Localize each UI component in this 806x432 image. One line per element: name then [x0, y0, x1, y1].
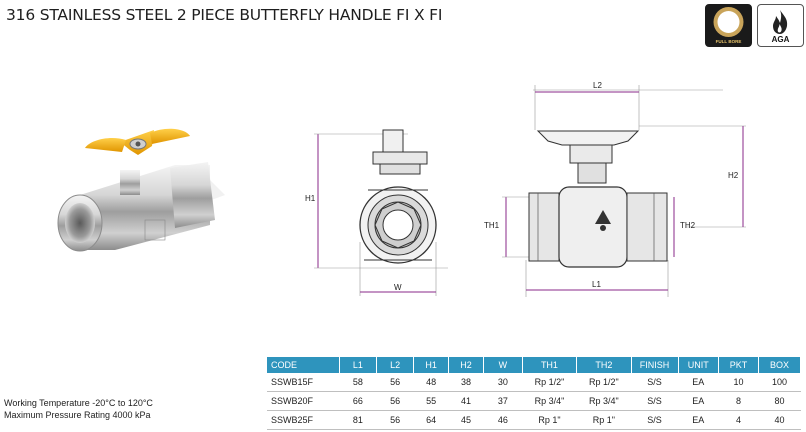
- dimension-label-w: W: [394, 283, 402, 292]
- cell-code: SSWB15F: [267, 373, 340, 392]
- table-row: SSWB15F 58 56 48 38 30 Rp 1/2" Rp 1/2" S…: [267, 373, 801, 392]
- cell-pkt: 4: [718, 410, 759, 430]
- cell-pkt: 10: [718, 373, 759, 392]
- cell-l1: 66: [339, 391, 377, 411]
- cell-th1: Rp 1/2": [522, 373, 577, 392]
- cell-box: 40: [758, 410, 801, 430]
- cell-th1: Rp 1": [522, 410, 577, 430]
- col-l1: L1: [339, 357, 378, 373]
- aga-label: AGA: [771, 35, 790, 44]
- page-title: 316 STAINLESS STEEL 2 PIECE BUTTERFLY HA…: [6, 6, 443, 24]
- col-h2: H2: [448, 357, 484, 373]
- col-th2: TH2: [576, 357, 632, 373]
- cell-th2: Rp 3/4": [576, 391, 632, 411]
- cell-h1: 48: [413, 373, 449, 392]
- dimension-label-l2: L2: [593, 81, 602, 90]
- cell-l1: 81: [339, 410, 377, 430]
- full-bore-badge: FULL BORE: [705, 4, 752, 47]
- gas-flame-icon: [773, 10, 788, 34]
- col-w: W: [483, 357, 523, 373]
- cell-finish: S/S: [631, 391, 678, 411]
- cell-box: 100: [758, 373, 801, 392]
- working-temperature-note: Working Temperature -20°C to 120°C: [4, 398, 153, 408]
- cell-th2: Rp 1/2": [576, 373, 632, 392]
- col-unit: UNIT: [678, 357, 720, 373]
- cell-l1: 58: [339, 373, 377, 392]
- table-row: SSWB20F 66 56 55 41 37 Rp 3/4" Rp 3/4" S…: [267, 391, 801, 411]
- spec-table-header: CODE L1 L2 H1 H2 W TH1 TH2 FINISH UNIT P…: [267, 357, 801, 373]
- dimension-label-h1: H1: [305, 194, 316, 203]
- cell-box: 80: [758, 391, 801, 411]
- cell-w: 30: [483, 373, 523, 392]
- aga-badge: AGA: [757, 4, 804, 47]
- cell-w: 46: [483, 410, 523, 430]
- col-finish: FINISH: [631, 357, 679, 373]
- col-h1: H1: [413, 357, 450, 373]
- max-pressure-note: Maximum Pressure Rating 4000 kPa: [4, 410, 151, 420]
- front-view-drawing: [502, 85, 746, 297]
- cell-h1: 55: [413, 391, 449, 411]
- dimension-label-h2: H2: [728, 171, 739, 180]
- cell-l2: 56: [376, 410, 414, 430]
- spec-table: CODE L1 L2 H1 H2 W TH1 TH2 FINISH UNIT P…: [267, 357, 801, 430]
- dimension-label-th1: TH1: [484, 221, 500, 230]
- col-th1: TH1: [522, 357, 578, 373]
- cell-w: 37: [483, 391, 523, 411]
- full-bore-label: FULL BORE: [715, 39, 742, 44]
- cell-pkt: 8: [718, 391, 759, 411]
- cell-th2: Rp 1": [576, 410, 632, 430]
- col-l2: L2: [376, 357, 415, 373]
- cell-unit: EA: [678, 373, 719, 392]
- col-pkt: PKT: [718, 357, 760, 373]
- cell-th1: Rp 3/4": [522, 391, 577, 411]
- valve-photo: [57, 128, 225, 252]
- cell-finish: S/S: [631, 410, 678, 430]
- dimension-label-l1: L1: [592, 280, 601, 289]
- cell-h2: 38: [448, 373, 484, 392]
- cell-l2: 56: [376, 391, 414, 411]
- side-view-drawing: [314, 129, 448, 296]
- cell-code: SSWB20F: [267, 391, 340, 411]
- col-code: CODE: [267, 357, 340, 373]
- cell-l2: 56: [376, 373, 414, 392]
- cell-h1: 64: [413, 410, 449, 430]
- table-row: SSWB25F 81 56 64 45 46 Rp 1" Rp 1" S/S E…: [267, 410, 801, 430]
- cell-finish: S/S: [631, 373, 678, 392]
- col-box: BOX: [758, 357, 801, 373]
- cell-h2: 41: [448, 391, 484, 411]
- full-bore-icon: [713, 7, 744, 37]
- cell-code: SSWB25F: [267, 410, 340, 430]
- cell-h2: 45: [448, 410, 484, 430]
- cell-unit: EA: [678, 391, 719, 411]
- cell-unit: EA: [678, 410, 719, 430]
- dimension-label-th2: TH2: [680, 221, 696, 230]
